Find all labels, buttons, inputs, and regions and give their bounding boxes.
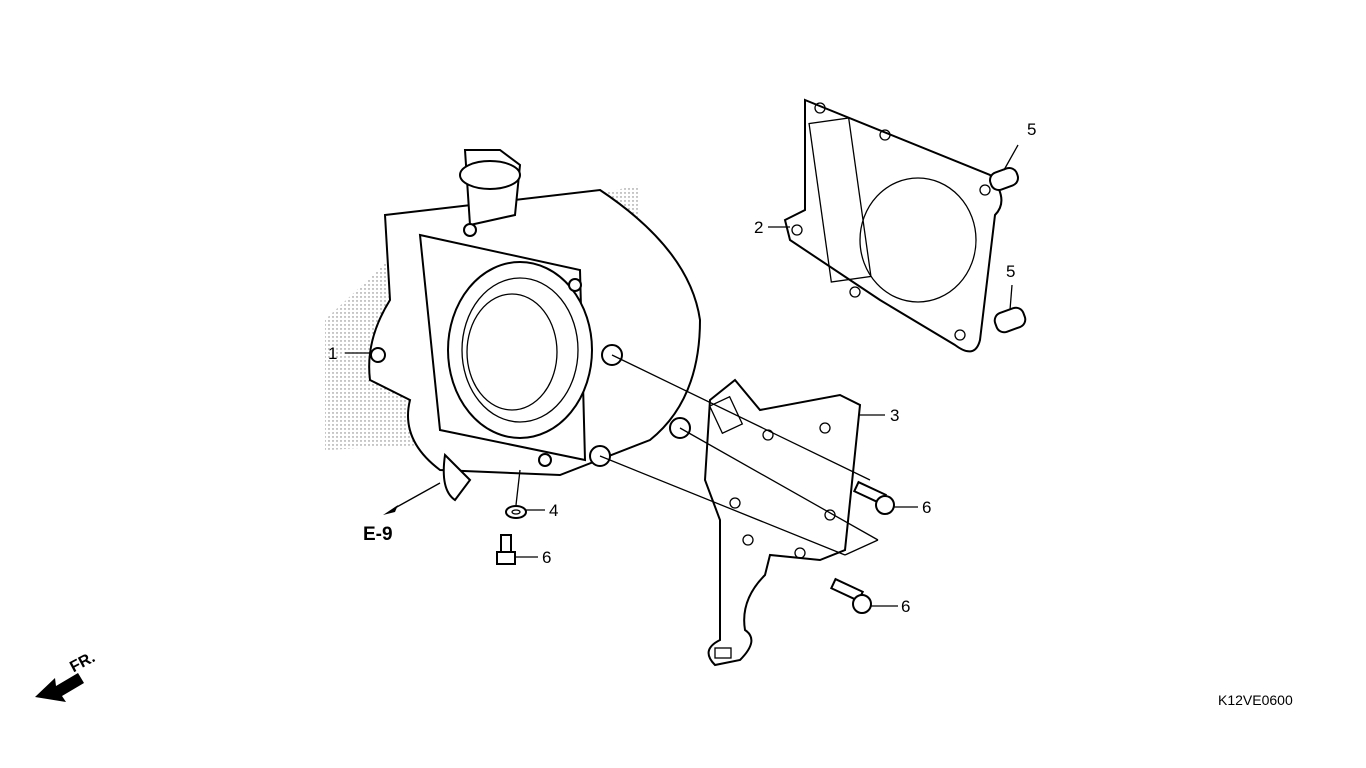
front-arrow-icon	[35, 673, 84, 702]
callout-4: 4	[549, 501, 559, 520]
cylinder-part	[368, 149, 702, 502]
callout-1: 1	[328, 344, 338, 363]
leader-lines	[345, 144, 1019, 607]
callout-5-upper: 5	[1027, 120, 1037, 139]
reference-e9[interactable]: E-9	[363, 524, 393, 545]
dowel-pin-upper	[989, 167, 1019, 191]
bracket-part	[703, 378, 862, 667]
diagram-code: K12VE0600	[1218, 692, 1293, 708]
e9-arrowhead	[383, 505, 398, 515]
bolt-bottom	[496, 534, 516, 565]
callout-6-bottom: 6	[542, 548, 552, 567]
callout-6-lower: 6	[901, 597, 911, 616]
callout-3: 3	[890, 406, 900, 425]
callout-2: 2	[754, 218, 764, 237]
washer	[505, 505, 527, 519]
gasket-part	[783, 98, 1003, 353]
callout-6-upper: 6	[922, 498, 932, 517]
bolt-lower	[829, 577, 872, 614]
callout-5-lower: 5	[1006, 262, 1016, 281]
bolt-upper	[852, 480, 895, 515]
dowel-pin-lower	[993, 306, 1027, 334]
